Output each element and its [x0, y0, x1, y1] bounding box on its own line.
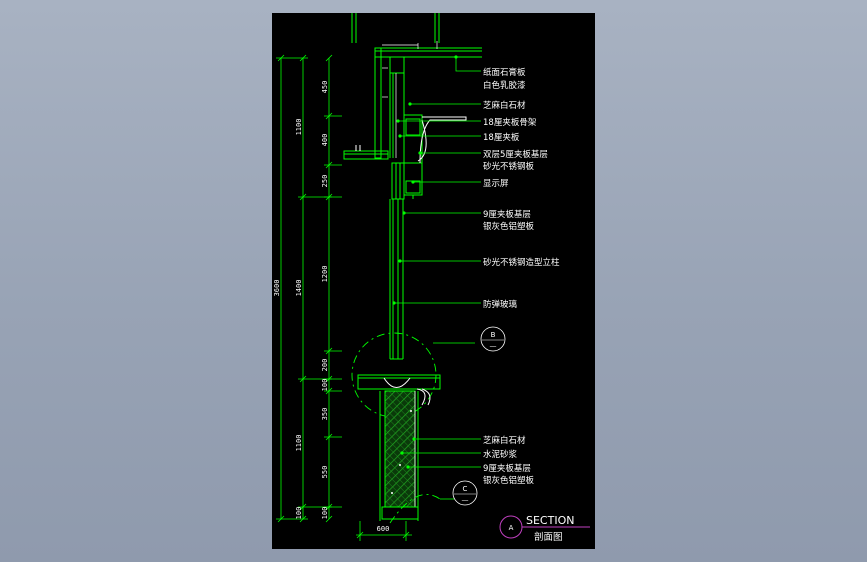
- ceiling-detail-marks: [382, 41, 438, 158]
- label-10: 水泥砂浆: [483, 449, 518, 460]
- label-7: 砂光不锈钢造型立柱: [483, 257, 560, 268]
- detail-arc-c: [389, 494, 441, 524]
- dimension-chains: [276, 54, 412, 541]
- dim-l3-7: 550: [321, 466, 329, 479]
- dim-l2-0: 1100: [295, 119, 303, 136]
- section-marker-letter: A: [509, 524, 514, 532]
- dim-l3-4: 200: [321, 359, 329, 372]
- dim-l3-0: 450: [321, 81, 329, 94]
- detail-marker-b-letter: B: [491, 331, 496, 339]
- detail-marker-c-sub: —: [462, 496, 469, 504]
- counter-top: [357, 374, 441, 406]
- dim-l3-5: 100: [321, 379, 329, 392]
- label-1: 芝麻白石材: [483, 100, 526, 111]
- detail-marker-c[interactable]: C —: [452, 480, 478, 506]
- dim-width: 600: [377, 525, 390, 533]
- leader-lines: [394, 57, 481, 500]
- dim-l3-8: 100: [321, 507, 329, 520]
- dim-total: 3600: [273, 280, 281, 297]
- label-9: 芝麻白石材: [483, 435, 526, 446]
- detail-marker-b-sub: —: [490, 342, 497, 350]
- label-8: 防弹玻璃: [483, 299, 518, 310]
- section-drawing: 3600 1100 1400 1100 100 450 400 250 1200…: [273, 13, 590, 543]
- label-4-line2: 砂光不锈钢板: [483, 161, 535, 172]
- label-4: 双层5厘夹板基层: [483, 149, 548, 160]
- label-0: 纸面石膏板: [483, 67, 526, 78]
- display-screen: [391, 162, 405, 200]
- column: [389, 199, 404, 360]
- title-block: A SECTION 剖面图: [499, 514, 590, 543]
- upper-cabinet: [403, 114, 467, 199]
- dim-l3-3: 1200: [321, 266, 329, 283]
- dim-l2-1: 1400: [295, 280, 303, 297]
- leader-dots: [392, 55, 458, 469]
- bulkhead: [343, 145, 389, 160]
- dim-l2-2: 1100: [295, 435, 303, 452]
- ceiling-structure: [351, 13, 482, 159]
- label-2: 18厘夹板骨架: [483, 117, 537, 128]
- label-11: 9厘夹板基层: [483, 463, 531, 474]
- drawing-frame: 3600 1100 1400 1100 100 450 400 250 1200…: [272, 13, 595, 549]
- dim-l2-3: 100: [295, 507, 303, 520]
- label-0-line2: 白色乳胶漆: [483, 80, 526, 91]
- dim-l3-1: 400: [321, 134, 329, 147]
- label-5: 显示屏: [483, 179, 509, 189]
- dim-l3-6: 350: [321, 408, 329, 421]
- title-sub: 剖面图: [534, 531, 563, 543]
- detail-marker-b[interactable]: B —: [480, 326, 506, 352]
- label-6-line2: 银灰色铝塑板: [483, 221, 535, 232]
- label-6: 9厘夹板基层: [483, 209, 531, 220]
- lower-base: [379, 390, 419, 521]
- label-3: 18厘夹板: [483, 132, 520, 143]
- label-11-line2: 银灰色铝塑板: [483, 475, 535, 486]
- title-main: SECTION: [526, 514, 574, 527]
- dim-l3-2: 250: [321, 175, 329, 188]
- detail-marker-c-letter: C: [463, 485, 468, 493]
